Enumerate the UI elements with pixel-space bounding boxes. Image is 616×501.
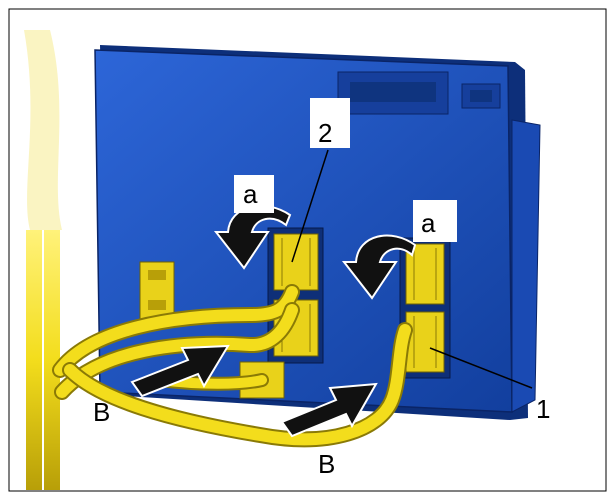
wiring-harness [52,284,413,448]
label-arrow-b-left: B [93,397,110,427]
vertical-cable [24,30,62,490]
label-1-group: 1 [429,347,550,424]
label-arrow-a-right: a [421,208,436,238]
label-arrow-b-bottom: B [318,449,335,479]
label-2-group: 2 [291,98,350,263]
arrow-b-left [130,344,230,398]
arrow-a-right [341,234,417,300]
label-part-1: 1 [536,394,550,424]
label-arrow-a-left: a [243,179,258,209]
arrow-b-bottom [280,382,378,438]
label-part-2: 2 [318,118,332,148]
label-a-right-group: a [413,200,457,242]
label-a-left-group: a [234,175,274,213]
